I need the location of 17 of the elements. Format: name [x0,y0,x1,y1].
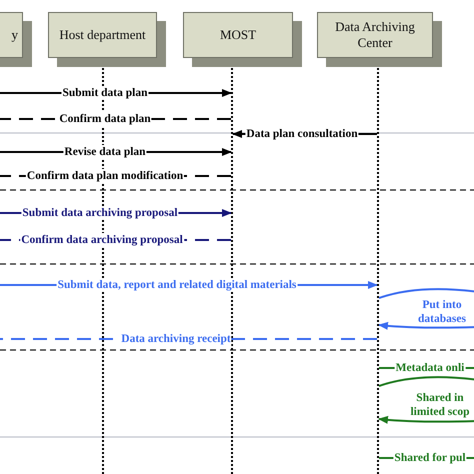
lifeline [377,68,379,474]
message-label: Data plan consultation [245,127,359,141]
participant-name: MOST [220,27,256,43]
message-label: Confirm data archiving proposal [20,233,184,247]
participant-name: Data Archiving Center [334,19,416,51]
message-label: Revise data plan [63,145,147,159]
message-label: Shared for pul [393,451,467,465]
message-label: Confirm data plan [58,112,152,126]
message-arrow [378,288,474,330]
message-label: Data archiving receipt [120,332,232,346]
message-label: Submit data, report and related digital materials [56,278,298,292]
participant-name: Host department [59,27,146,43]
message-label: Submit data plan [62,86,148,100]
participant-name: y [12,27,18,43]
message-label: Confirm data plan modification [26,169,184,183]
message-arrow [378,376,474,424]
message-label: Submit data archiving proposal [21,206,179,220]
